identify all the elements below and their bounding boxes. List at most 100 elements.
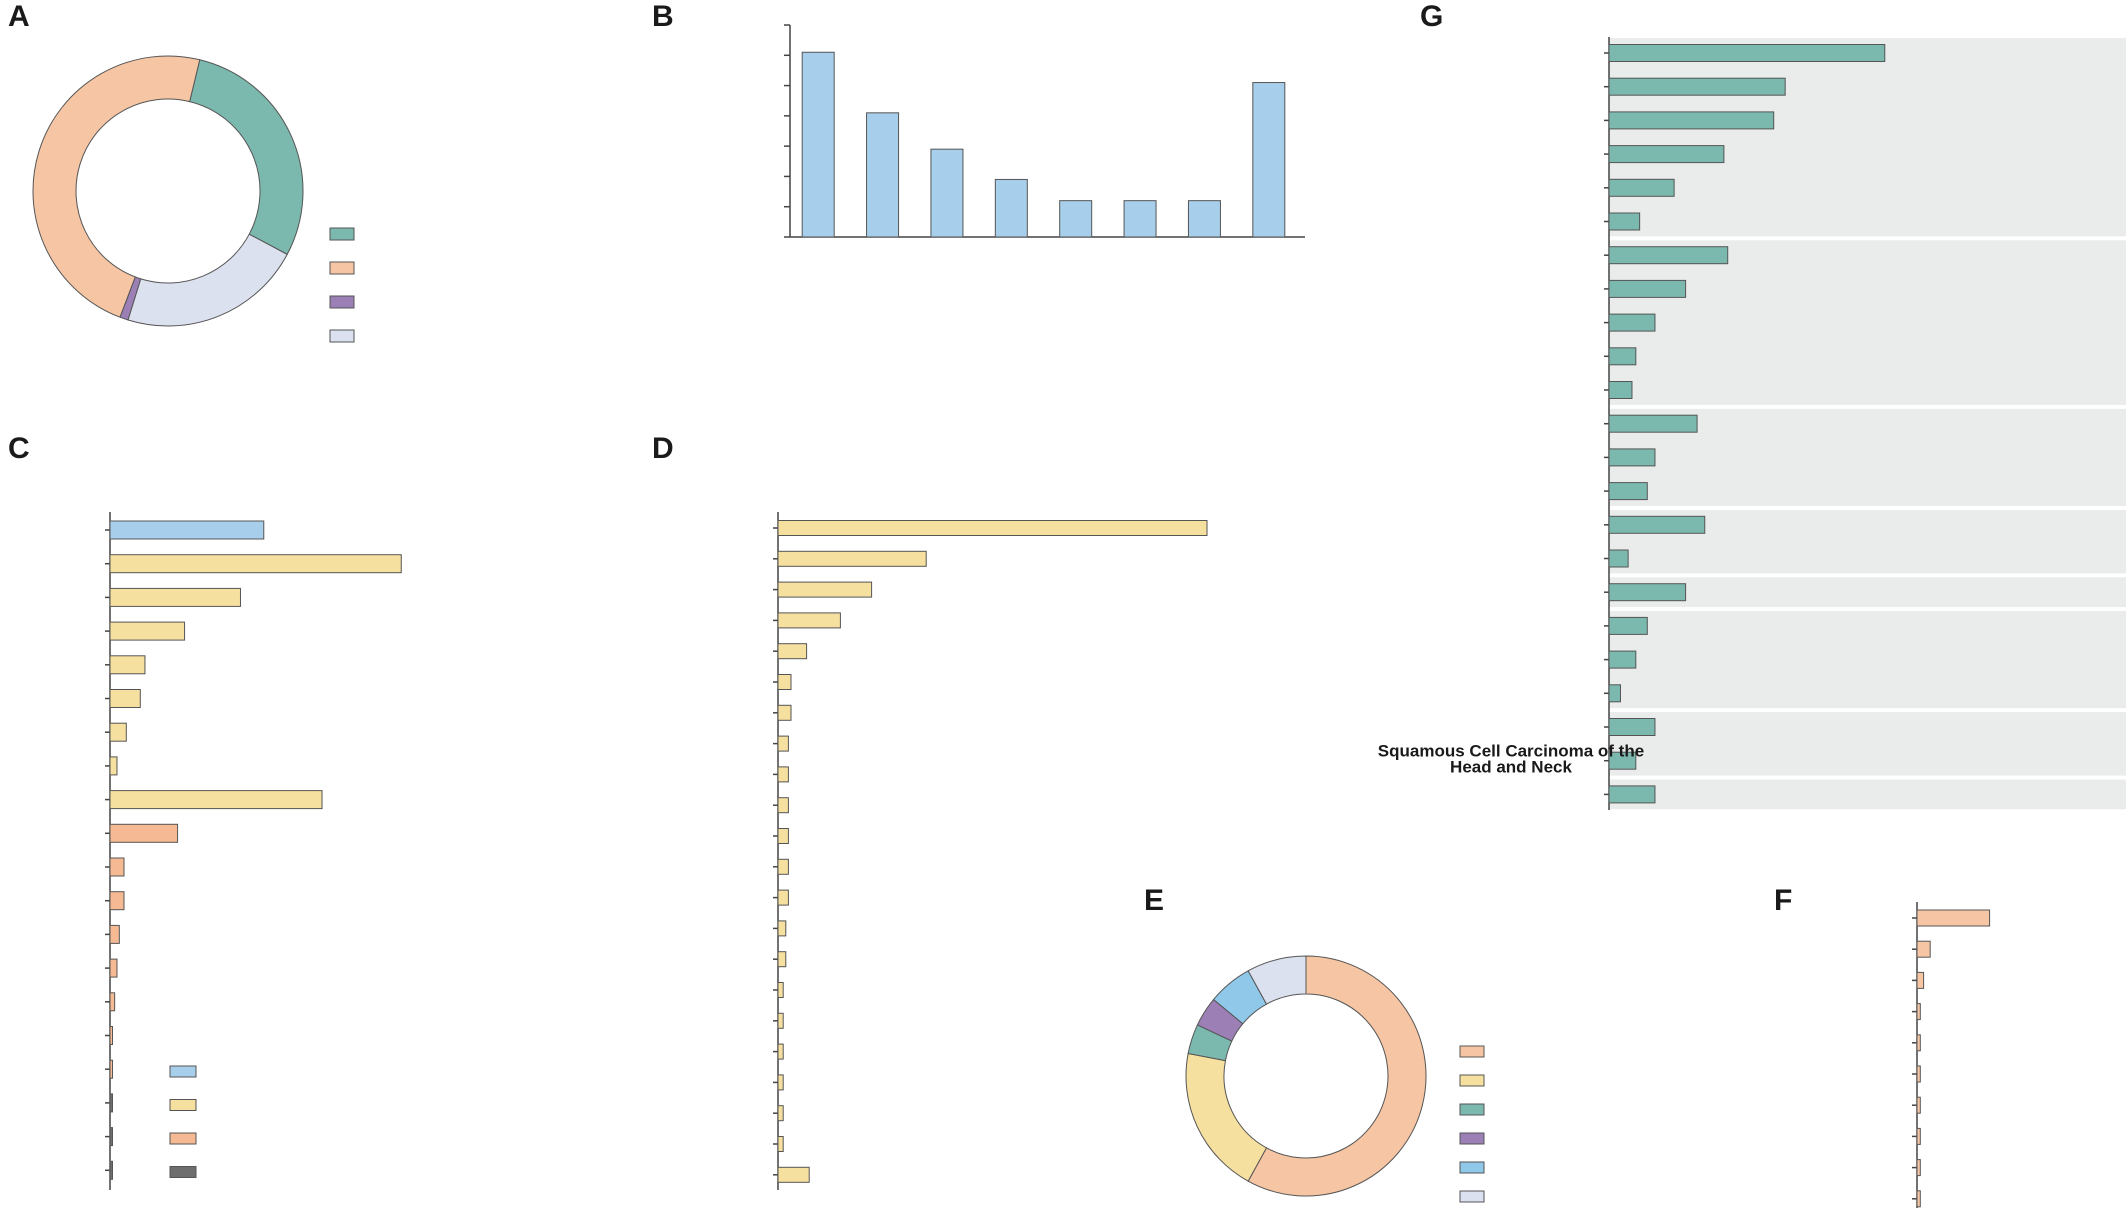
bar-infectious-diseases <box>930 148 964 238</box>
bar-cd5 <box>1916 940 1931 958</box>
bar-bladder-cancer <box>1608 381 1633 399</box>
bar-pcnsl <box>109 1160 113 1180</box>
bar-pd-1 <box>1916 1127 1921 1145</box>
bar-cd7 <box>777 920 787 937</box>
bar-renal-cancer <box>1608 313 1656 332</box>
panel-f-bar-chart <box>1912 902 1991 1208</box>
bar-digestive-diseases <box>1187 200 1221 238</box>
bar-cd22 <box>1916 1034 1921 1052</box>
panel-label-e: E <box>1144 884 1164 917</box>
legend-swatch-solid-tumours <box>329 227 355 241</box>
bar-cd30 <box>1916 971 1925 989</box>
bar-pd-1 <box>777 674 792 690</box>
bar-ovarian-cancer <box>1608 246 1729 265</box>
bar-ptcl <box>109 891 125 911</box>
bar-t-lgll <box>109 1059 113 1079</box>
category-label-line: Head and Neck <box>1450 758 1572 777</box>
donut-slice-bcma <box>1185 1052 1268 1182</box>
panel-label-c: C <box>8 432 30 465</box>
bar-pancreatic-cancer <box>1608 111 1775 130</box>
legend-swatch-cd20 <box>1459 1132 1485 1145</box>
group-band-urogenital-neoplasms <box>1609 240 2126 405</box>
bar-stomach-cancer <box>1608 77 1786 96</box>
bar-nasopharyngeal-carcinoma <box>1608 718 1656 736</box>
bar-psma <box>777 1074 784 1091</box>
bar-heart-and-vascular-diseases <box>994 178 1028 238</box>
bar-top2 <box>777 889 789 906</box>
bar-esophageal-cancer <box>1608 178 1675 197</box>
legend-swatch-cd19 <box>1459 1045 1485 1058</box>
bar-dnmt1 <box>777 1136 784 1152</box>
donut-slice-hematological-malignancies <box>32 55 201 318</box>
bar-osteosarcoma <box>1608 650 1637 669</box>
panel-label-f: F <box>1774 884 1792 917</box>
bar-enktl <box>109 924 120 944</box>
bar-t-pll <box>109 1026 113 1045</box>
bar-cd19 <box>1916 1065 1921 1083</box>
panel-label-a: A <box>8 0 30 33</box>
bar-eye-diseases <box>1059 200 1093 238</box>
bar-respiratory-diseases <box>1123 200 1157 238</box>
legend-swatch-myeloid-tumor <box>169 1065 197 1078</box>
legend-swatch-hematological-malignancies <box>329 261 355 275</box>
bar-cd30 <box>777 1012 784 1029</box>
bar-crbn <box>777 735 789 752</box>
bar-squamous-cell-carcinoma-of-the-head-and-neck <box>1608 751 1637 770</box>
bar-atll <box>109 992 116 1012</box>
legend-swatch-other <box>1459 1190 1485 1203</box>
bar-lung-cancer-untyped <box>1608 482 1648 501</box>
legend-swatch-b-cell-lymphoid-proliferations-and-lymphomas <box>169 1099 197 1111</box>
bar-small-cell-lung-cancer <box>1608 448 1656 467</box>
bar-cd147 <box>1916 1159 1921 1177</box>
donut-slice-solid-tumours <box>189 59 304 256</box>
panel-label-b: B <box>652 0 674 33</box>
bar-cd20 <box>777 612 841 629</box>
legend-swatch-bcma <box>1459 1074 1485 1087</box>
bar-dlbcl <box>109 621 186 641</box>
bar-cd22 <box>777 581 873 598</box>
bar-vegf <box>777 797 789 814</box>
bar-tnf <box>777 858 789 875</box>
bar-gprc5d <box>777 643 808 660</box>
bar-cml <box>109 1093 113 1113</box>
donut-slice-other <box>1247 955 1307 1005</box>
bar-mcl <box>109 689 141 708</box>
bar-pd-l1 <box>777 1043 784 1060</box>
donut-slice-others <box>127 233 288 327</box>
bar-cd7 <box>1916 909 1991 927</box>
bar-cd28 <box>777 1105 784 1122</box>
bar-trbc1 <box>1916 1096 1921 1114</box>
donut-slice-cd19 <box>1247 955 1427 1197</box>
bar-4-1bb <box>777 704 792 721</box>
bar-cd19 <box>777 520 1208 536</box>
bar-mds <box>109 1127 113 1147</box>
bar-b-all-lbl <box>109 554 402 574</box>
panel-b-bar-chart <box>784 24 1305 238</box>
bar-sarcoma-untyped <box>1608 616 1648 635</box>
bar-hereditary-disease <box>801 51 835 238</box>
bar-prostate-cancer <box>1608 347 1637 366</box>
panel-c-bar-chart <box>105 512 402 1190</box>
bar-eatl <box>109 958 118 978</box>
group-band-digestive-system-neoplasms <box>1609 38 2126 237</box>
bar-aml <box>109 520 265 540</box>
bar-cd1a <box>1916 1190 1921 1208</box>
category-label-line: Squamous Cell Carcinoma of the <box>1378 742 1644 761</box>
bar-t-all-lbl <box>109 823 179 843</box>
bar-cervical-cancer <box>1608 279 1687 298</box>
legend-swatch-others <box>329 329 355 343</box>
group-band-breast-cancer <box>1609 577 2126 608</box>
bar-glioma <box>1608 515 1706 534</box>
bar-bl <box>109 722 127 742</box>
bar-hl <box>109 756 118 776</box>
bar-cll <box>109 587 241 607</box>
bar-brain-cancer-untyped <box>1608 549 1629 568</box>
bar-others <box>1252 82 1286 238</box>
group-band-head-neck-tumors <box>1609 712 2126 776</box>
legend-swatch-tumor-unspecified <box>329 295 355 309</box>
bar-cd79b <box>777 982 784 998</box>
bar-bone-cancer-untyped <box>1608 684 1621 703</box>
